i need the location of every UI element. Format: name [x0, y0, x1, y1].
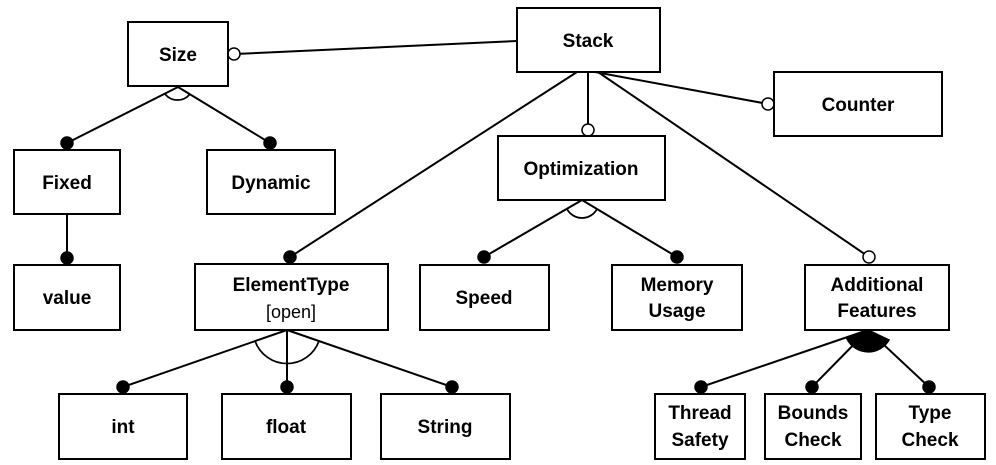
edge-stack-additionalfeatures: [597, 71, 870, 258]
node-fixed: Fixed: [13, 149, 121, 215]
node-additionalfeatures-label-line2: Features: [837, 301, 916, 322]
node-elementtype-open-label: [open]: [266, 302, 316, 322]
node-boundscheck-label-line1: Bounds: [778, 403, 849, 424]
node-elementtype-label: ElementType: [233, 275, 350, 296]
mandatory-marker-boundscheck: [805, 380, 819, 394]
node-counter: Counter: [773, 71, 943, 137]
edge-size-fixed: [66, 86, 179, 144]
node-value: value: [13, 264, 121, 331]
node-elementtype: ElementType [open]: [194, 263, 389, 331]
node-float: float: [221, 393, 352, 460]
edge-stack-counter: [594, 71, 769, 105]
node-size-label: Size: [159, 45, 197, 66]
node-memoryusage-label-line2: Usage: [648, 301, 705, 322]
mandatory-marker-speed: [477, 250, 491, 264]
node-stack-label: Stack: [563, 31, 614, 52]
mandatory-marker-float: [280, 380, 294, 394]
edge-elementtype-string: [286, 329, 453, 388]
node-typecheck-label-line2: Check: [901, 430, 958, 451]
mandatory-marker-threadsafety: [694, 380, 708, 394]
or-group-arc-additionalfeatures: [845, 329, 891, 353]
node-float-label: float: [266, 417, 307, 438]
optional-marker-size: [227, 47, 241, 61]
node-int-label: int: [111, 417, 135, 438]
node-size: Size: [127, 21, 229, 87]
edge-optimization-speed: [483, 199, 583, 258]
node-string-label: String: [418, 417, 473, 438]
mandatory-marker-value: [60, 251, 74, 265]
edge-elementtype-int: [122, 329, 288, 388]
node-fixed-label: Fixed: [42, 173, 92, 194]
node-threadsafety-label-line1: Thread: [668, 403, 731, 424]
alternative-arc-optimization: [566, 208, 598, 219]
node-typecheck: Type Check: [875, 393, 986, 460]
alternative-arc-elementtype: [254, 340, 320, 365]
optional-marker-additionalfeatures: [862, 250, 876, 264]
node-typecheck-label-line1: Type: [909, 403, 952, 424]
mandatory-marker-string: [445, 380, 459, 394]
mandatory-marker-memoryusage: [670, 250, 684, 264]
node-threadsafety: Thread Safety: [654, 393, 746, 460]
mandatory-marker-fixed: [60, 136, 74, 150]
node-additionalfeatures-label-line1: Additional: [831, 275, 924, 296]
node-counter-label: Counter: [822, 95, 895, 116]
node-speed: Speed: [419, 264, 550, 331]
node-boundscheck-label-line2: Check: [784, 430, 841, 451]
node-value-label: value: [43, 288, 92, 309]
optional-marker-optimization: [581, 123, 595, 137]
alternative-arc-size: [164, 93, 191, 101]
edge-stack-elementtype: [289, 71, 578, 258]
node-optimization: Optimization: [497, 135, 666, 201]
mandatory-marker-dynamic: [263, 136, 277, 150]
node-optimization-label: Optimization: [523, 159, 638, 180]
mandatory-marker-typecheck: [922, 380, 936, 394]
node-threadsafety-label-line2: Safety: [671, 430, 728, 451]
edge-size-dynamic: [177, 86, 271, 144]
node-boundscheck: Bounds Check: [764, 393, 862, 460]
node-stack: Stack: [516, 7, 661, 73]
node-string: String: [380, 393, 511, 460]
edge-optimization-memoryusage: [581, 199, 678, 258]
node-dynamic-label: Dynamic: [231, 173, 311, 194]
node-additionalfeatures: Additional Features: [804, 264, 950, 331]
optional-marker-counter: [761, 97, 775, 111]
node-speed-label: Speed: [455, 288, 512, 309]
mandatory-marker-elementtype: [283, 250, 297, 264]
node-memoryusage: Memory Usage: [611, 264, 743, 331]
edge-additionalfeatures-threadsafety: [700, 329, 869, 388]
node-dynamic: Dynamic: [206, 149, 336, 215]
node-memoryusage-label-line1: Memory: [641, 275, 714, 296]
mandatory-marker-int: [116, 380, 130, 394]
edge-size-stack: [234, 40, 518, 55]
node-int: int: [58, 393, 188, 460]
